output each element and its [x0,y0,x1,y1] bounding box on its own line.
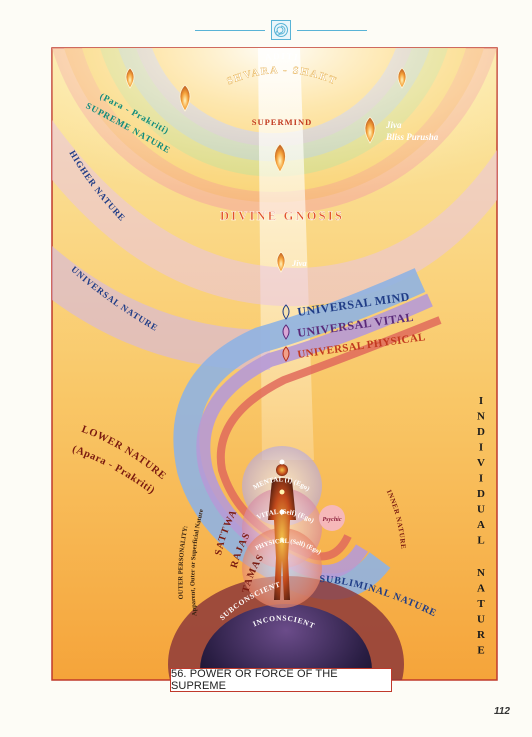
psychic-sphere [319,505,345,531]
top-rule-left [195,30,265,31]
psychic-label: Psychic [323,517,342,523]
top-rule-right [297,30,367,31]
figure-caption: 56. POWER OR FORCE OF THE SUPREME [170,668,392,692]
jiva-bliss-label: Jiva [385,120,402,130]
flame-leaf-icon [364,116,376,144]
aditi-label: ADITI [264,51,300,63]
bliss-purusha-label: Bliss Purusha [385,132,439,142]
divine-gnosis-label: DIVINE GNOSIS [220,209,344,223]
flame-leaf-icon [397,67,407,89]
universal-nature-band [52,246,270,371]
flame-leaf-icon [282,304,290,320]
human-figure-icon [268,459,296,600]
physical-sphere [242,528,322,608]
flame-leaf-icon [179,84,191,112]
jiva-label: Jiva [291,258,307,268]
flame-leaf-icon [282,324,290,340]
flame-leaf-icon [282,346,290,362]
higher-nature-band [52,120,497,307]
spiral-emblem-icon [271,20,291,40]
flame-leaf-icon [276,251,286,273]
supermind-label: SUPERMIND [252,117,312,127]
page-number: 112 [494,706,510,717]
inconscient-sphere [200,604,372,680]
flame-leaf-icon [274,143,286,173]
flame-leaf-icon [125,67,135,89]
